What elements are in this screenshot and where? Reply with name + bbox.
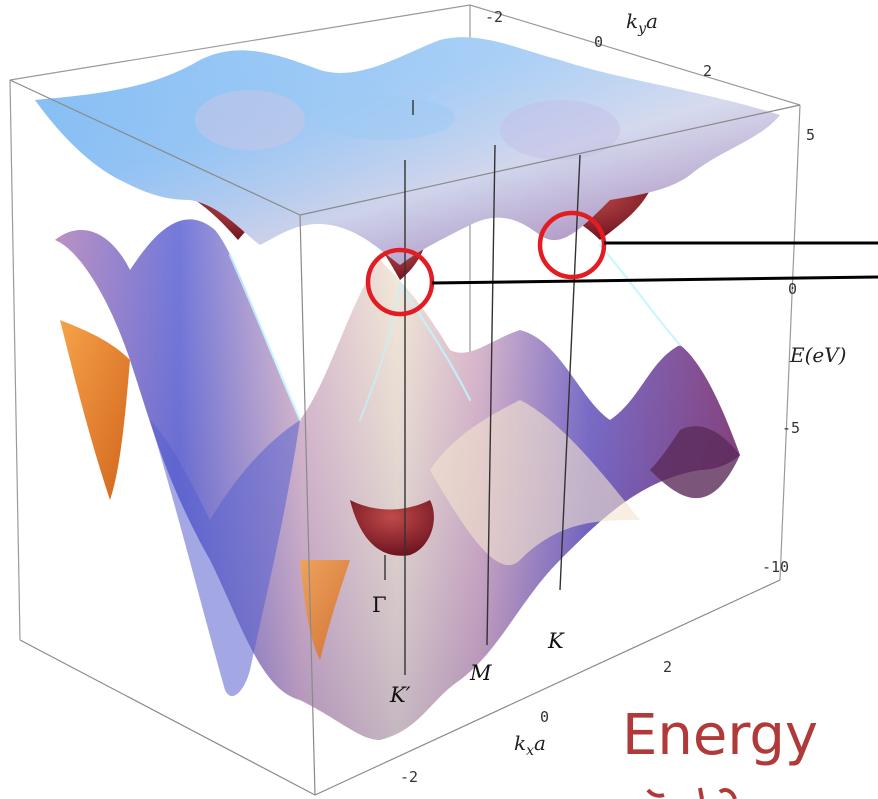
symmetry-point-labels: Γ K′ M K	[372, 593, 565, 707]
kx-tick: 0	[540, 708, 549, 726]
pointer-line-lower	[431, 275, 878, 285]
ky-tick: 2	[703, 62, 712, 80]
kx-tick: 2	[663, 658, 672, 676]
lower-band-surface	[55, 219, 740, 740]
symmetry-point-lines	[384, 100, 581, 675]
energy-axis: E(eV) 5 0 -5 -10	[762, 126, 846, 576]
k-prime-point-label: K′	[389, 683, 411, 707]
ky-tick: -2	[485, 8, 503, 26]
energy-tick: 5	[806, 126, 815, 144]
ky-tick: 0	[594, 33, 603, 51]
m-point-label: M	[469, 661, 492, 685]
ky-axis-label: kya	[626, 9, 658, 37]
caption-overflow-glyphs	[646, 787, 737, 799]
k-point-label: K	[547, 629, 565, 653]
upper-band-surface	[35, 37, 780, 266]
kx-axis: kxa 2 0 -2	[400, 658, 672, 786]
dirac-marker-k	[537, 210, 607, 280]
kx-tick: -2	[400, 768, 418, 786]
energy-axis-label: E(eV)	[789, 343, 846, 367]
energy-tick: 0	[788, 280, 797, 298]
energy-tick: -10	[762, 558, 789, 576]
kx-axis-label: kxa	[514, 731, 546, 759]
ky-axis: kya -2 0 2	[485, 8, 712, 80]
gamma-point-label: Γ	[372, 593, 387, 617]
dirac-cone-highlights	[228, 243, 682, 422]
energy-caption: Energy	[622, 703, 818, 768]
energy-tick: -5	[782, 419, 800, 437]
bounding-box-front	[9, 79, 801, 796]
dirac-point-markers	[365, 210, 878, 317]
